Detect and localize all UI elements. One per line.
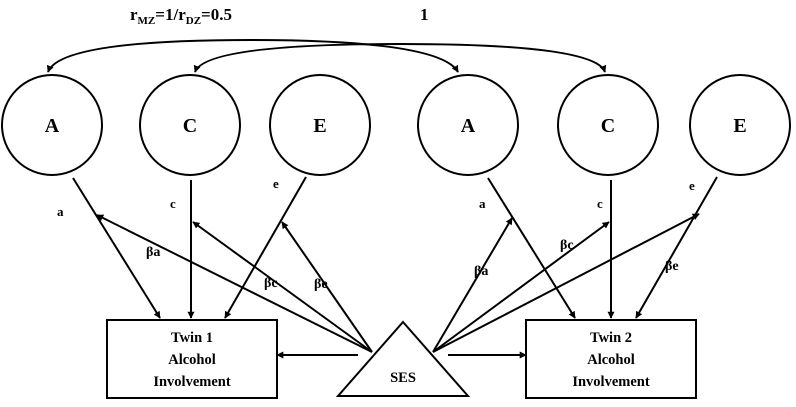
twin2-outcome-box bbox=[525, 319, 697, 399]
t1-beta-c-label: βc bbox=[264, 276, 278, 291]
t1-beta-a-line bbox=[96, 214, 373, 353]
t1-c-coef: c bbox=[170, 196, 176, 211]
twin1-outcome-line1: Twin 1 bbox=[171, 330, 213, 346]
twin2-e-factor bbox=[689, 74, 791, 176]
twin1-e-label: E bbox=[313, 115, 326, 137]
twin1-a-label: A bbox=[45, 115, 60, 137]
t1-a-coef: a bbox=[57, 204, 64, 219]
t2-e-path bbox=[635, 176, 718, 319]
twin1-c-label: C bbox=[183, 115, 197, 137]
twin1-e-factor bbox=[269, 74, 371, 176]
t2-beta-c-line bbox=[432, 221, 610, 353]
twin2-outcome-line3: Involvement bbox=[572, 374, 650, 390]
t2-beta-e-label: βe bbox=[665, 259, 679, 274]
t2-beta-e-line bbox=[432, 213, 700, 353]
twin2-a-label: A bbox=[461, 115, 476, 137]
twin2-c-label: C bbox=[601, 115, 615, 137]
t1-a-path bbox=[72, 177, 161, 319]
t1-beta-a-label: βa bbox=[146, 245, 160, 260]
ses-node bbox=[335, 320, 471, 397]
c-correlation-label: 1 bbox=[420, 5, 429, 24]
ses-label: SES bbox=[390, 370, 416, 386]
twin1-c-factor bbox=[139, 74, 241, 176]
twin1-outcome-line2: Alcohol bbox=[168, 352, 216, 368]
t2-c-coef: c bbox=[597, 196, 603, 211]
a-correlation-arc bbox=[46, 38, 459, 73]
twin1-a-factor bbox=[1, 74, 103, 176]
t1-beta-e-label: βe bbox=[314, 277, 328, 292]
t1-e-coef: e bbox=[273, 176, 279, 191]
twin2-a-factor bbox=[417, 74, 519, 176]
t2-e-coef: e bbox=[689, 178, 695, 193]
c-correlation-arc bbox=[193, 42, 607, 73]
twin1-outcome-box bbox=[106, 319, 278, 399]
twin2-outcome-line1: Twin 2 bbox=[590, 330, 632, 346]
t1-beta-e-line bbox=[281, 221, 373, 353]
t2-a-path bbox=[487, 177, 576, 319]
t2-beta-c-label: βc bbox=[560, 238, 574, 253]
t2-beta-a-line bbox=[432, 217, 513, 353]
twin1-outcome-line3: Involvement bbox=[153, 374, 231, 390]
t2-beta-a-label: βa bbox=[474, 264, 488, 279]
t1-e-path bbox=[224, 176, 307, 319]
twin2-e-label: E bbox=[733, 115, 746, 137]
t1-beta-c-line bbox=[192, 221, 373, 353]
mz-dz-correlation-label: rMZ=1/rDZ=0.5 bbox=[130, 5, 232, 27]
twin2-c-factor bbox=[557, 74, 659, 176]
t2-a-coef: a bbox=[479, 196, 486, 211]
twin2-outcome-line2: Alcohol bbox=[587, 352, 635, 368]
